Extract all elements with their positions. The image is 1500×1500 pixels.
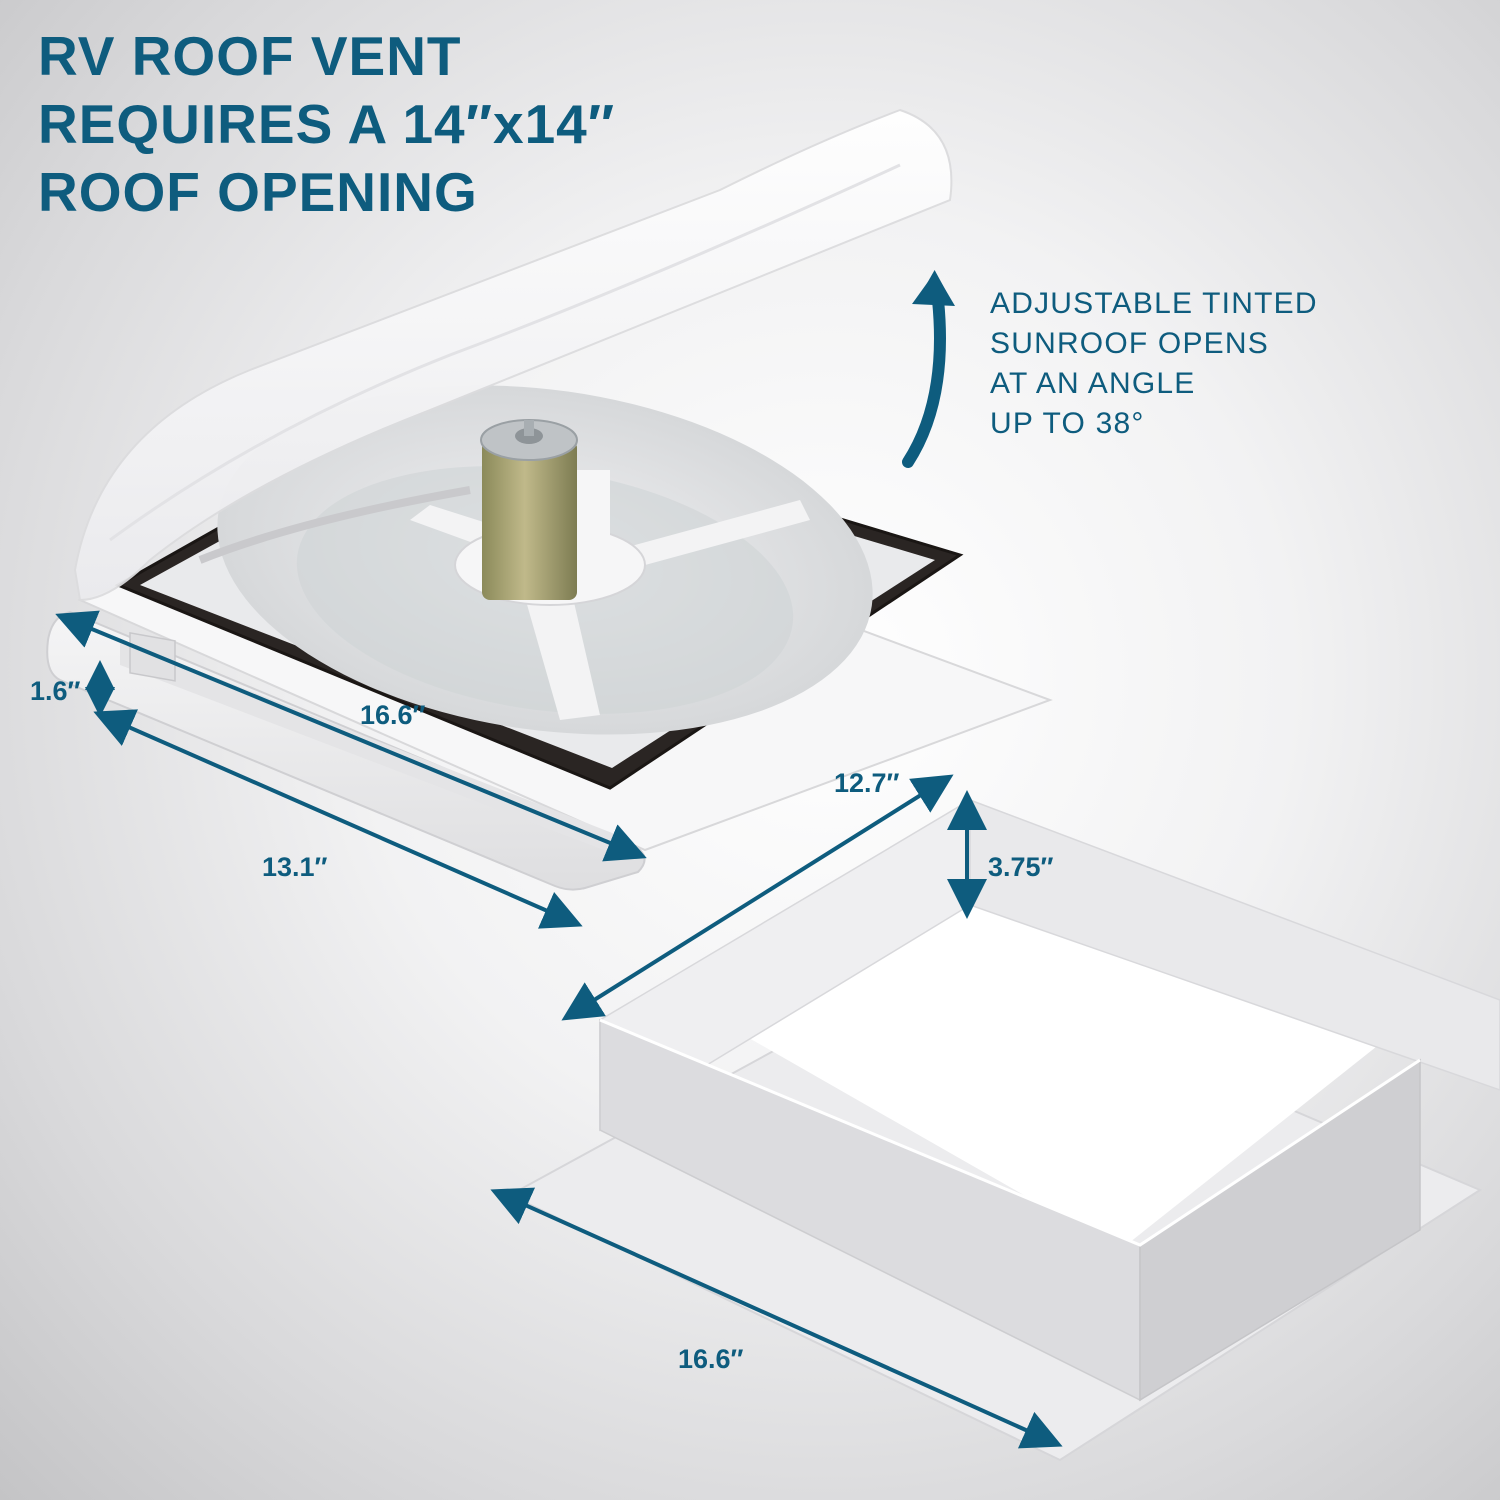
- callout-line-1: ADJUSTABLE TINTED: [990, 287, 1318, 320]
- garnish-height-label: 3.75″: [988, 852, 1054, 882]
- vent-width-label: 13.1″: [262, 852, 328, 882]
- callout-line-2: SUNROOF OPENS: [990, 327, 1269, 360]
- sunroof-callout: ADJUSTABLE TINTED SUNROOF OPENS AT AN AN…: [990, 284, 1318, 444]
- headline: RV ROOF VENT REQUIRES A 14″x14″ ROOF OPE…: [38, 22, 615, 226]
- garnish-trim-ring: [507, 798, 1500, 1462]
- headline-line-1: RV ROOF VENT: [38, 25, 462, 87]
- roof-vent: [46, 108, 1053, 891]
- garnish-length-label: 16.6″: [678, 1344, 744, 1374]
- dimension-lines: [55, 610, 1063, 1449]
- callout-line-4: UP TO 38°: [990, 407, 1145, 440]
- vent-height-label: 1.6″: [30, 676, 81, 706]
- callout-line-3: AT AN ANGLE: [990, 367, 1196, 400]
- vent-length-label: 16.6″: [360, 700, 426, 730]
- headline-line-2: REQUIRES A 14″x14″: [38, 93, 616, 155]
- headline-line-3: ROOF OPENING: [38, 161, 478, 223]
- garnish-width-label: 12.7″: [834, 768, 900, 798]
- curved-up-arrow-icon: [902, 270, 955, 468]
